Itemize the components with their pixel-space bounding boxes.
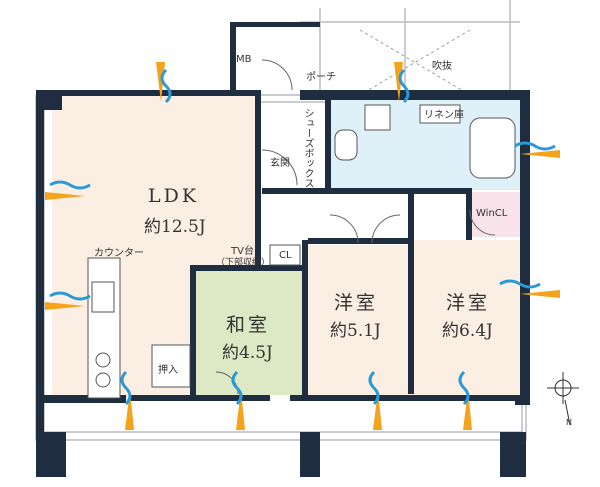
tv-dai-label: TV台 <box>231 246 254 257</box>
wind-arrow-left-ldk <box>45 180 91 200</box>
kitchen-fixtures <box>87 244 301 399</box>
fukinuke-label: 吹抜 <box>432 61 452 72</box>
wind-arrow-top-ldk <box>156 62 172 104</box>
wind-arrows <box>45 62 560 430</box>
washitsu-name: 和室 <box>226 314 271 336</box>
compass-icon <box>547 372 579 426</box>
oshiire-label: 押入 <box>158 365 178 376</box>
wind-arrow-right-yoshitsu <box>499 279 560 298</box>
genkan-label: 玄関 <box>270 158 290 169</box>
wind-arrow-bottom-2 <box>231 370 245 430</box>
wind-arrow-right-bath <box>514 141 560 158</box>
yoshitsu2-floor <box>412 240 524 395</box>
washitsu-floor <box>195 270 302 395</box>
yoshitsu1-floor <box>305 245 410 395</box>
bath-fixtures <box>334 104 516 179</box>
compass-north-label: N <box>566 418 572 427</box>
walls <box>36 22 530 477</box>
wind-arrow-bottom-3 <box>368 370 382 430</box>
yoshitsu1-name: 洋室 <box>334 292 379 314</box>
mb-label: MB <box>236 54 252 65</box>
porch-label: ポーチ <box>306 72 336 83</box>
cl-label: CL <box>279 250 292 261</box>
wind-arrow-bottom-1 <box>120 370 134 430</box>
yoshitsu1-size: 約5.1J <box>330 321 381 341</box>
fukinuke-void <box>359 29 471 96</box>
ldk-name: LDK <box>148 185 200 207</box>
washitsu-size: 約4.5J <box>222 343 273 363</box>
wind-arrow-bottom-4 <box>458 370 472 430</box>
yoshitsu2-size: 約6.4J <box>442 321 493 341</box>
shoes-box-label: シューズボックス <box>302 108 313 188</box>
tv-note-label: （下部収納） <box>216 258 271 268</box>
linen-label: リネン庫 <box>424 110 464 121</box>
ldk-size: 約12.5J <box>144 217 206 237</box>
counter-label: カウンター <box>94 248 144 259</box>
wincl-label: WinCL <box>476 208 508 219</box>
wind-arrow-top-porch <box>394 62 410 104</box>
doors <box>215 59 496 395</box>
yoshitsu2-name: 洋室 <box>446 292 491 314</box>
wincl-floor <box>472 192 522 237</box>
wind-arrow-left-kitchen <box>45 291 91 310</box>
